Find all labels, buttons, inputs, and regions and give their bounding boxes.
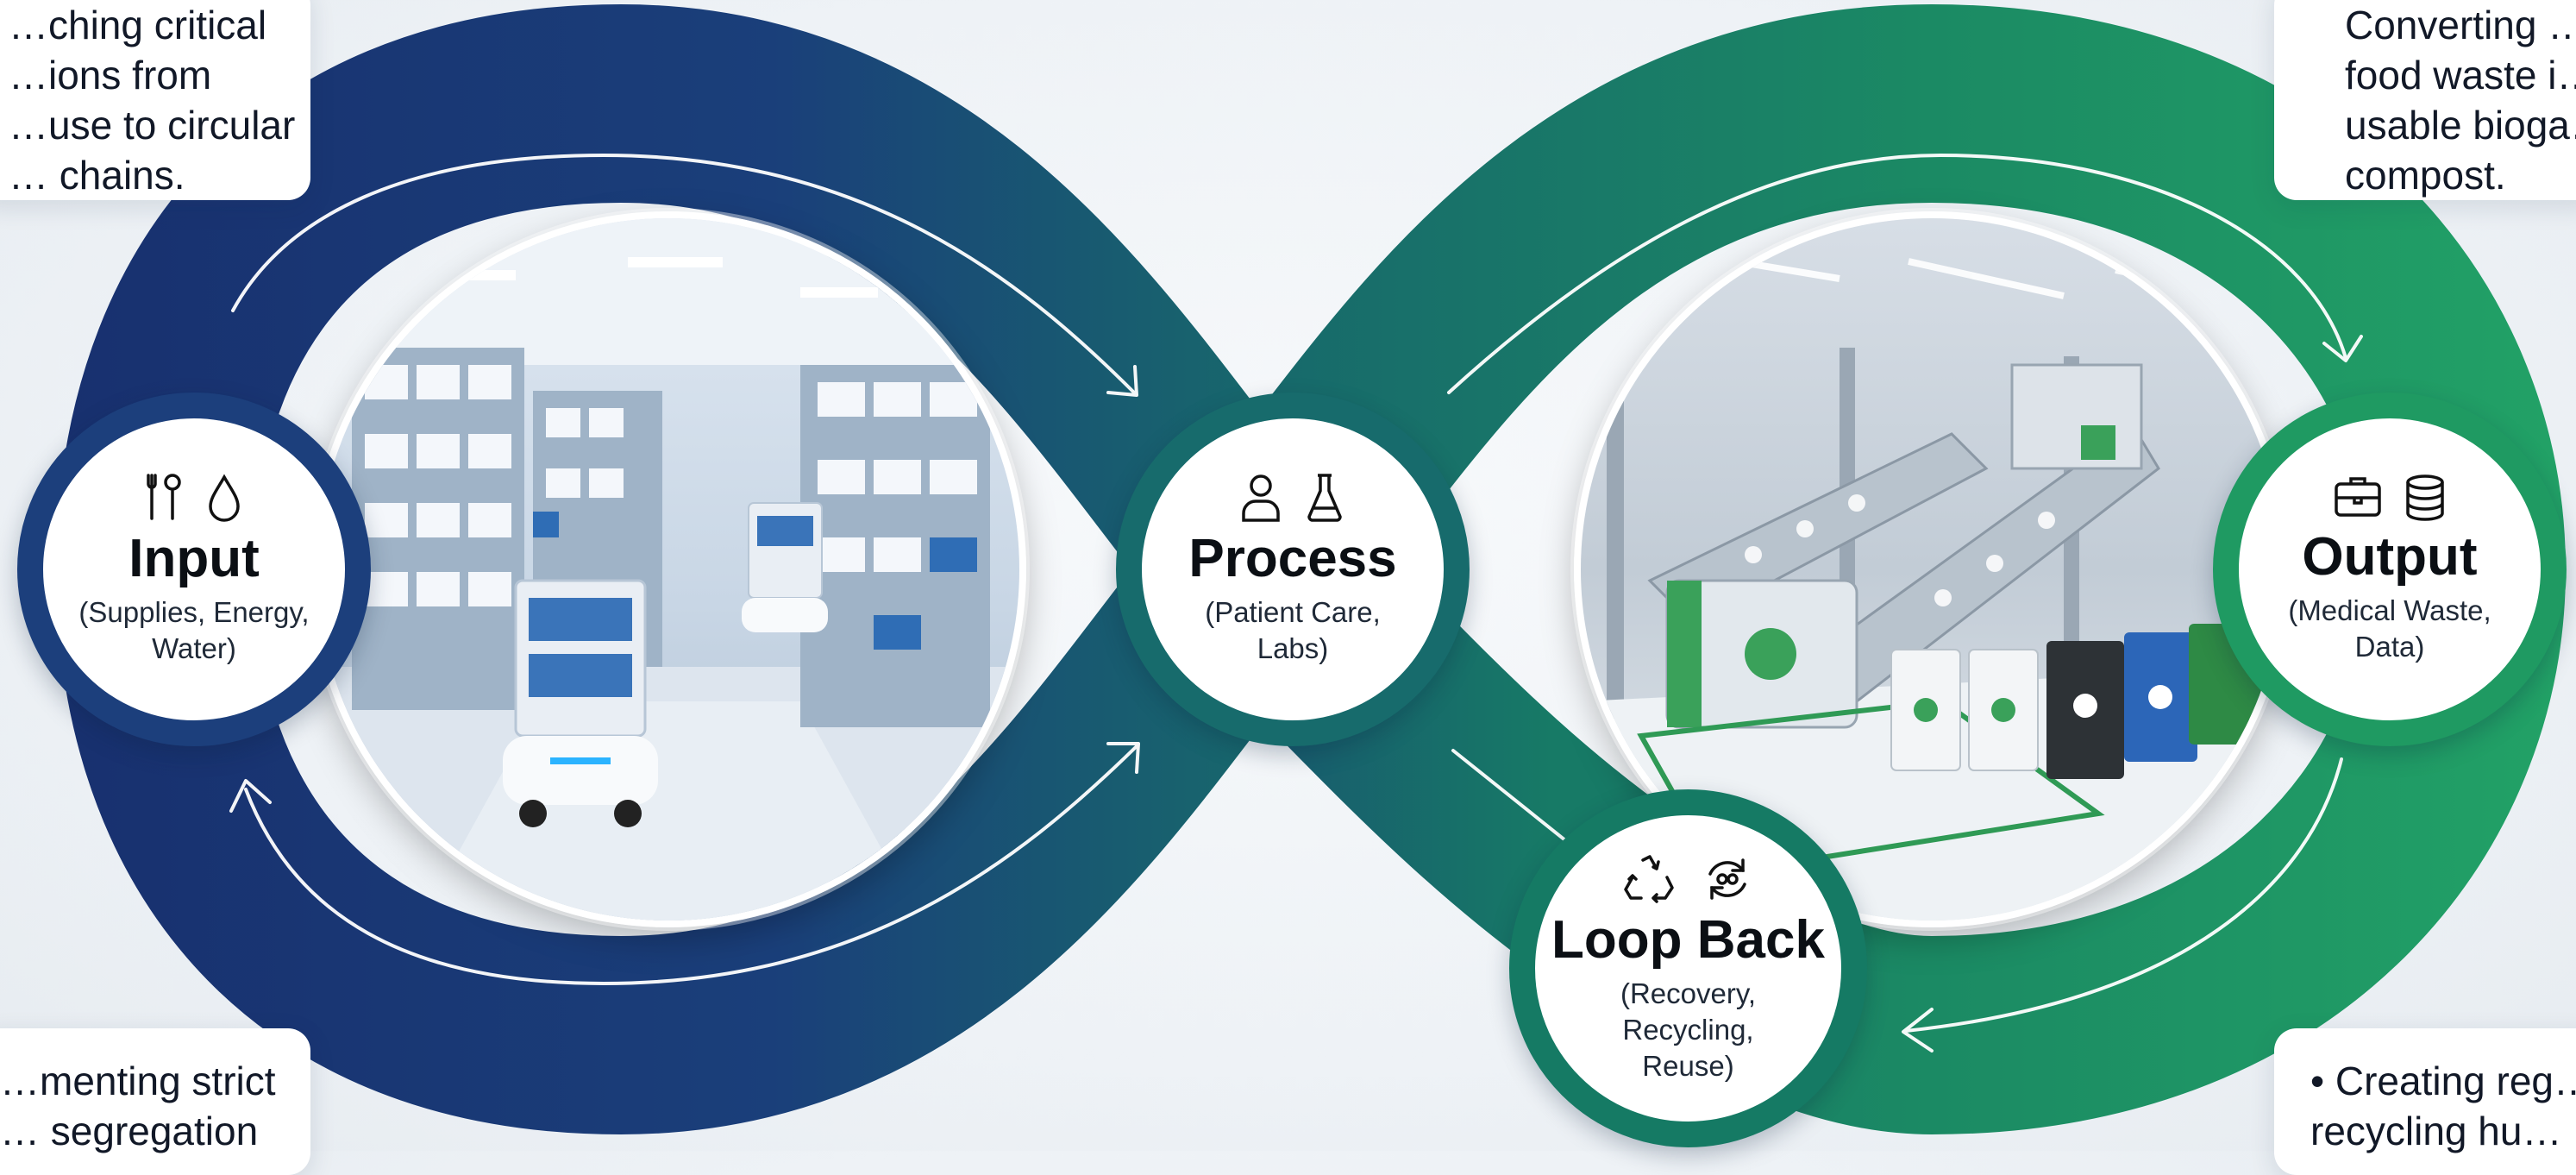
card-line: recycling hu… [2310,1109,2562,1153]
card-line: compost. [2345,153,2506,198]
card-line: usable bioga… [2345,103,2576,148]
loop-back-title: Loop Back [1551,909,1825,970]
card-line: …ions from [9,53,212,97]
process-subtitle-line: Labs) [1257,632,1329,664]
process-subtitle: (Patient Care, Labs) [1205,594,1381,667]
output-subtitle-line: Data) [2354,631,2425,663]
card-line: Converting … [2345,3,2576,47]
output-subtitle-line: (Medical Waste, [2288,594,2491,626]
arrowhead-bottom-right [1902,1008,1934,1052]
card-line: …ching critical [9,3,267,47]
arrow-top-right [1447,154,2347,394]
output-subtitle: (Medical Waste, Data) [2288,593,2491,665]
process-subtitle-line: (Patient Care, [1205,596,1381,628]
arrowhead-top-right [2322,335,2363,362]
process-node[interactable]: Process (Patient Care, Labs) [1116,393,1470,746]
card-line: … chains. [9,153,185,198]
flask-icon [1307,474,1342,522]
loop-back-subtitle-line: Recycling, [1622,1013,1754,1046]
arrowhead-left-up [229,779,272,813]
loop-back-subtitle-line: Reuse) [1642,1049,1734,1082]
person-icon [1242,474,1280,522]
arrow-bottom-right [1904,757,2343,1033]
reuse-cycle-icon [1708,858,1746,900]
arrow-bottom-left [244,745,1138,985]
recycle-icon [1623,854,1674,903]
output-title: Output [2302,527,2478,587]
loop-back-subtitle-line: (Recovery, [1620,977,1757,1009]
card-line: • Creating reg… [2310,1059,2576,1103]
card-line: … segregation [0,1109,259,1153]
card-line: food waste i… [2345,53,2576,97]
process-title: Process [1188,529,1397,588]
database-icon [2406,474,2444,521]
info-card-top-right: Converting … food waste i… usable bioga…… [2274,0,2576,200]
automated-medical-warehouse-photo [310,211,1026,927]
card-line: …menting strict [0,1059,276,1103]
input-subtitle-line: Water) [152,632,236,664]
input-subtitle-line: (Supplies, Energy, [78,596,310,628]
water-drop-icon [209,474,240,522]
arrow-top-left [231,154,1136,394]
info-card-bottom-right: • Creating reg… recycling hu… [2274,1028,2576,1175]
input-subtitle: (Supplies, Energy, Water) [78,594,309,667]
card-line: …use to circular [9,103,296,148]
arrowhead-top-left [1106,365,1138,397]
loop-back-subtitle: (Recovery, Recycling, Reuse) [1620,976,1756,1084]
tools-icon [147,474,181,520]
arrowhead-bottom-left [1106,742,1140,774]
info-card-top-left: …ching critical …ions from …use to circu… [0,0,310,200]
loop-back-node[interactable]: Loop Back (Recovery, Recycling, Reuse) [1509,789,1867,1147]
briefcase-icon [2335,477,2381,517]
input-node[interactable]: Input (Supplies, Energy, Water) [17,393,371,746]
input-title: Input [128,529,260,588]
info-card-bottom-left: …menting strict … segregation [0,1028,310,1175]
output-node[interactable]: Output (Medical Waste, Data) [2213,393,2567,746]
